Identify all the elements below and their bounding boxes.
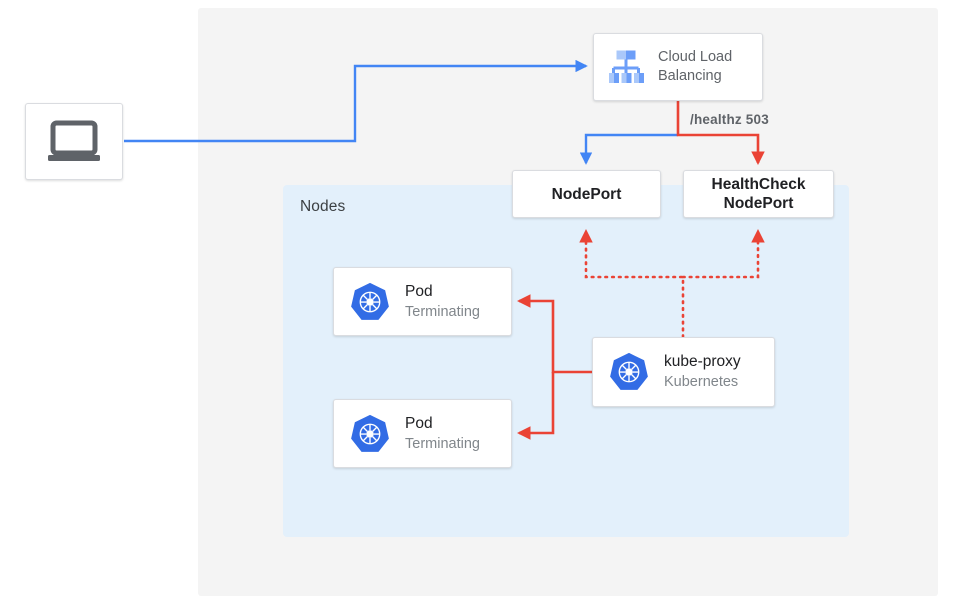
edge-kubeproxy-to-pod-1 [516,294,592,374]
client-device-box [25,103,123,180]
edge-loadbalancer-to-nodeport [579,133,678,165]
pod-title: Pod [405,282,433,300]
healthcheck-nodeport-label: HealthCheck NodePort [712,175,806,213]
cloud-load-balancing-box: Cloud Load Balancing [593,33,763,101]
healthcheck-nodeport-label-line2: NodePort [723,195,794,212]
pod-title: Pod [405,414,433,432]
kubernetes-icon [610,352,648,390]
laptop-icon [48,120,100,161]
kube-proxy-box: kube-proxy Kubernetes [592,337,775,407]
pod-status: Terminating [405,435,480,452]
kube-proxy-text: kube-proxy Kubernetes [664,352,741,392]
kubernetes-icon [351,414,389,452]
edge-client-to-loadbalancer [124,59,588,143]
edge-kubeproxy-to-healthcheck-nodeport-dotted [681,228,765,279]
pod-text: Pod Terminating [405,282,480,322]
cloud-load-balancing-title-line1: Cloud Load [658,49,733,65]
healthcheck-nodeport-label-line1: HealthCheck [711,176,806,193]
healthcheck-nodeport-box: HealthCheck NodePort [683,170,834,218]
cloud-load-balancing-label: Cloud Load Balancing [658,48,732,86]
kube-proxy-subtitle: Kubernetes [664,374,739,390]
pod-text: Pod Terminating [405,414,480,454]
pod-box: Pod Terminating [333,399,512,468]
pod-box: Pod Terminating [333,267,512,336]
kube-proxy-title: kube-proxy [664,353,741,370]
edge-kubeproxy-to-nodeport-dotted [579,228,685,339]
nodes-panel-label: Nodes [300,198,346,215]
edge-loadbalancer-healthz-to-healthcheck-nodeport [676,101,765,166]
nodeport-box: NodePort [512,170,661,218]
cloud-load-balancing-title-line2: Balancing [658,68,722,84]
edge-kubeproxy-to-pod-2 [516,372,555,440]
cloud-load-balancing-icon [609,50,644,83]
nodeport-label: NodePort [551,185,622,203]
kubernetes-icon [351,282,389,320]
healthz-annotation: /healthz 503 [690,112,769,127]
pod-status: Terminating [405,303,480,320]
